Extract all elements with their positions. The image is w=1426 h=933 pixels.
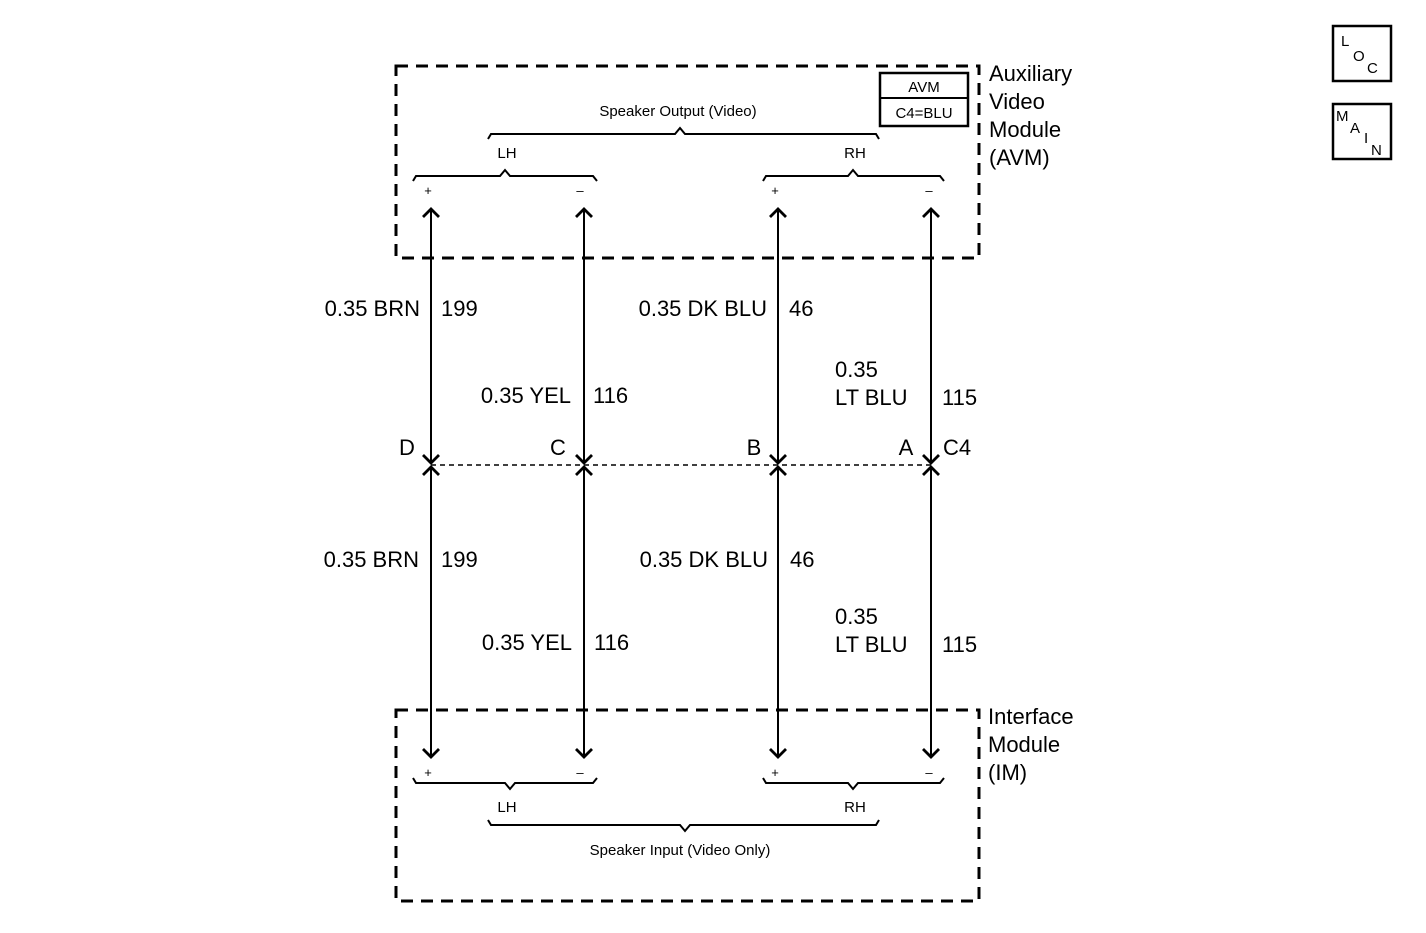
circuit-number: 115 bbox=[942, 385, 977, 410]
im-rh-plus: + bbox=[771, 765, 779, 780]
upper-wire-labels: 0.35 BRN 199 0.35 YEL 116 0.35 DK BLU 46… bbox=[325, 296, 977, 410]
im-module-outline bbox=[394, 708, 981, 903]
circuit-number: 116 bbox=[593, 383, 628, 408]
im-lh-minus: – bbox=[576, 765, 584, 780]
im-lh-label: LH bbox=[497, 799, 516, 816]
loc-button[interactable]: L O C bbox=[1331, 24, 1393, 83]
avm-connector-id-box: AVM C4=BLU bbox=[878, 71, 970, 128]
pin-c-label: C bbox=[550, 435, 566, 460]
main-letter-n: N bbox=[1371, 142, 1382, 159]
im-group-label: Speaker Input (Video Only) bbox=[590, 842, 771, 859]
wire-color-label: 0.35 DK BLU bbox=[639, 296, 767, 321]
wire-color-label: LT BLU bbox=[835, 632, 908, 657]
circuit-number: 46 bbox=[789, 296, 813, 321]
im-name-line-1: Interface bbox=[988, 704, 1074, 729]
wire-color-label: 0.35 DK BLU bbox=[640, 547, 768, 572]
circuit-number: 116 bbox=[594, 630, 629, 655]
wire-color-label: 0.35 BRN bbox=[325, 296, 420, 321]
connector-name: C4 bbox=[943, 435, 971, 460]
avm-group-label: Speaker Output (Video) bbox=[599, 103, 756, 120]
avm-module-outline bbox=[394, 64, 981, 260]
wire-color-label: 0.35 BRN bbox=[324, 547, 419, 572]
im-rh-label: RH bbox=[844, 799, 866, 816]
avm-name-line-1: Auxiliary bbox=[989, 61, 1072, 86]
circuit-number: 199 bbox=[441, 547, 478, 572]
avm-name-line-4: (AVM) bbox=[989, 145, 1050, 170]
main-letter-m: M bbox=[1336, 108, 1349, 125]
wire-color-label: LT BLU bbox=[835, 385, 908, 410]
avm-lh-plus: + bbox=[424, 183, 432, 198]
loc-letter-c: C bbox=[1367, 60, 1378, 77]
avm-connector-color: C4=BLU bbox=[895, 105, 952, 122]
circuit-number: 46 bbox=[790, 547, 814, 572]
im-name-line-2: Module bbox=[988, 732, 1060, 757]
wire-color-label: 0.35 YEL bbox=[481, 383, 571, 408]
avm-connector-label: AVM bbox=[908, 79, 939, 96]
avm-rh-plus: + bbox=[771, 183, 779, 198]
lower-wire-labels: 0.35 BRN 199 0.35 YEL 116 0.35 DK BLU 46… bbox=[324, 547, 977, 657]
im-name-line-3: (IM) bbox=[988, 760, 1027, 785]
wire-color-label: 0.35 bbox=[835, 604, 878, 629]
avm-lh-minus: – bbox=[576, 183, 584, 198]
connector-c4-pins: D C B A C4 bbox=[399, 435, 971, 460]
avm-name-line-3: Module bbox=[989, 117, 1061, 142]
avm-rh-label: RH bbox=[844, 145, 866, 162]
avm-module-name: Auxiliary Video Module (AVM) bbox=[989, 61, 1072, 170]
wire-color-label: 0.35 YEL bbox=[482, 630, 572, 655]
main-letter-i: I bbox=[1364, 130, 1368, 147]
main-button[interactable]: M A I N bbox=[1331, 102, 1393, 161]
pin-d-label: D bbox=[399, 435, 415, 460]
loc-letter-o: O bbox=[1353, 48, 1365, 65]
wire-color-label: 0.35 bbox=[835, 357, 878, 382]
loc-letter-l: L bbox=[1341, 33, 1349, 50]
avm-speaker-output-group: Speaker Output (Video) LH RH + – + – bbox=[412, 103, 945, 198]
im-speaker-input-group: + – + – LH RH Speaker Input (Video Only) bbox=[412, 765, 945, 859]
circuit-number: 199 bbox=[441, 296, 478, 321]
avm-lh-label: LH bbox=[497, 145, 516, 162]
avm-rh-minus: – bbox=[925, 183, 933, 198]
avm-name-line-2: Video bbox=[989, 89, 1045, 114]
circuit-number: 115 bbox=[942, 632, 977, 657]
pin-b-label: B bbox=[747, 435, 762, 460]
main-letter-a: A bbox=[1350, 120, 1360, 137]
im-module-name: Interface Module (IM) bbox=[988, 704, 1074, 785]
im-lh-plus: + bbox=[424, 765, 432, 780]
pin-a-label: A bbox=[899, 435, 914, 460]
im-rh-minus: – bbox=[925, 765, 933, 780]
